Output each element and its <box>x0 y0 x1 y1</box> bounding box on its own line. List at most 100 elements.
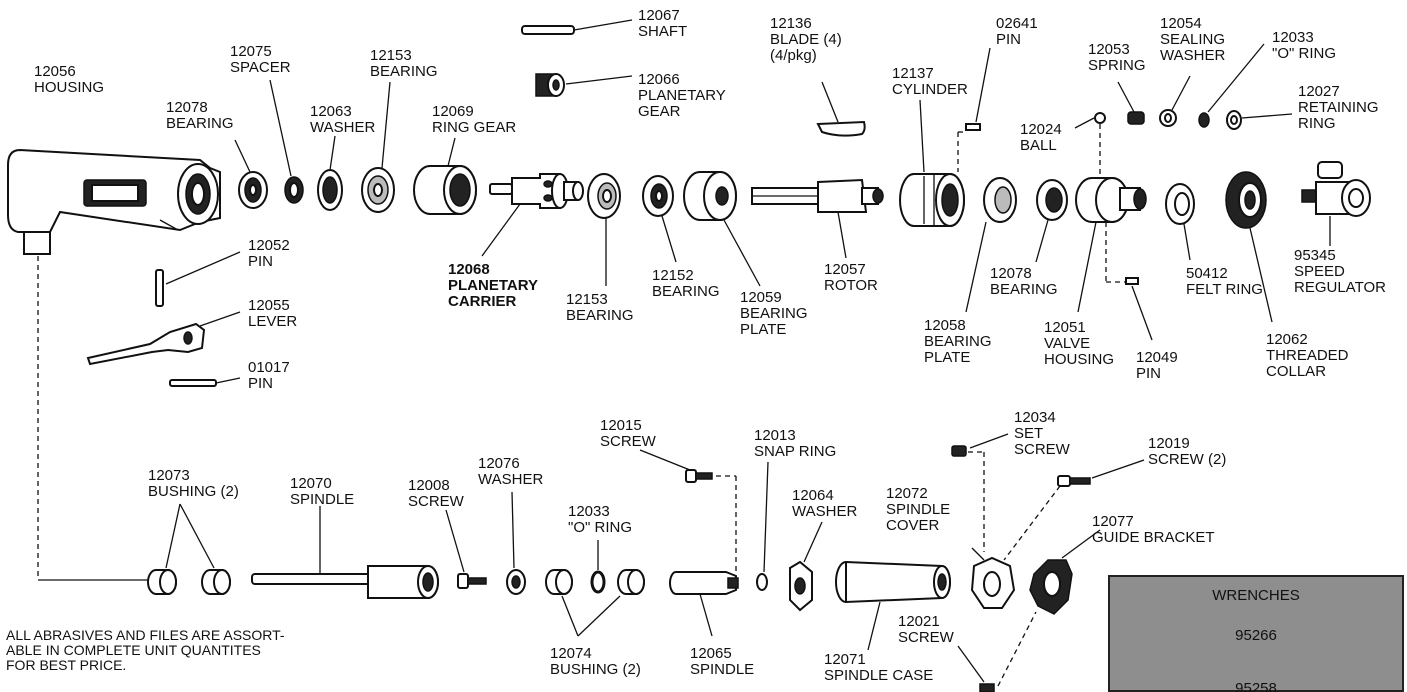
felt-ring-part <box>1165 183 1195 225</box>
pin-01017-part <box>169 379 217 387</box>
shaft-part <box>521 25 575 35</box>
screw-12015-part <box>685 469 713 483</box>
spring-part <box>1127 111 1145 125</box>
set-screw-part <box>951 445 967 457</box>
planetary-gear-part <box>535 73 565 97</box>
o-ring-bottom-part <box>590 570 606 594</box>
screw-12008-part <box>457 573 487 589</box>
abrasives-note: ALL ABRASIVES AND FILES ARE ASSORT- ABLE… <box>6 627 285 673</box>
bearing-plate-12058-part <box>983 177 1017 223</box>
spindle-case-part <box>835 560 951 604</box>
planetary-carrier-part <box>489 173 584 209</box>
pin-02641-part <box>965 123 981 131</box>
spindle-12065-part <box>669 571 739 595</box>
threaded-collar-part <box>1225 171 1267 229</box>
housing-part <box>7 148 221 255</box>
pin-12049-part <box>1125 277 1139 285</box>
label-12033-top: 12033"O" RING <box>1272 29 1336 62</box>
wrench-number-1: 95266 <box>1235 627 1277 644</box>
bearing-plate-12059-part <box>683 171 737 221</box>
lever-part <box>86 322 206 366</box>
bearing-12078-right-part <box>1036 179 1068 221</box>
o-ring-top-part <box>1198 112 1210 128</box>
washer-12064-part <box>789 560 813 612</box>
pin-12052-part <box>155 269 164 307</box>
sealing-washer-part <box>1159 109 1177 127</box>
bearing-12153-mid-part <box>587 173 621 219</box>
bushing-12074-parts <box>545 569 645 595</box>
bushing-12073-parts <box>147 569 231 595</box>
screw-12019-part <box>1057 475 1091 487</box>
cylinder-part <box>899 173 965 227</box>
retaining-ring-part <box>1226 110 1242 130</box>
spindle-12070-part <box>251 565 439 599</box>
spacer-part <box>284 176 304 204</box>
ring-gear-part <box>413 165 477 215</box>
wrenches-box: WRENCHES 95266 95258 <box>1108 575 1404 692</box>
speed-regulator-part <box>1301 161 1371 217</box>
washer-12063-part <box>317 169 343 211</box>
bearing-12078-part <box>238 171 268 209</box>
wrenches-title: WRENCHES <box>1212 587 1300 604</box>
washer-12076-part <box>506 569 526 595</box>
valve-housing-part <box>1075 177 1147 223</box>
bearing-12152-part <box>642 175 674 217</box>
guide-bracket-part <box>1029 559 1073 615</box>
blade-part <box>816 120 866 137</box>
label-12033-bottom: 12033"O" RING <box>568 503 632 536</box>
wrench-number-2: 95258 <box>1235 680 1277 692</box>
bearing-12153-top-part <box>361 167 395 213</box>
spindle-cover-part <box>970 556 1016 609</box>
ball-part <box>1094 112 1106 124</box>
snap-ring-part <box>756 573 768 591</box>
rotor-part <box>751 178 884 213</box>
